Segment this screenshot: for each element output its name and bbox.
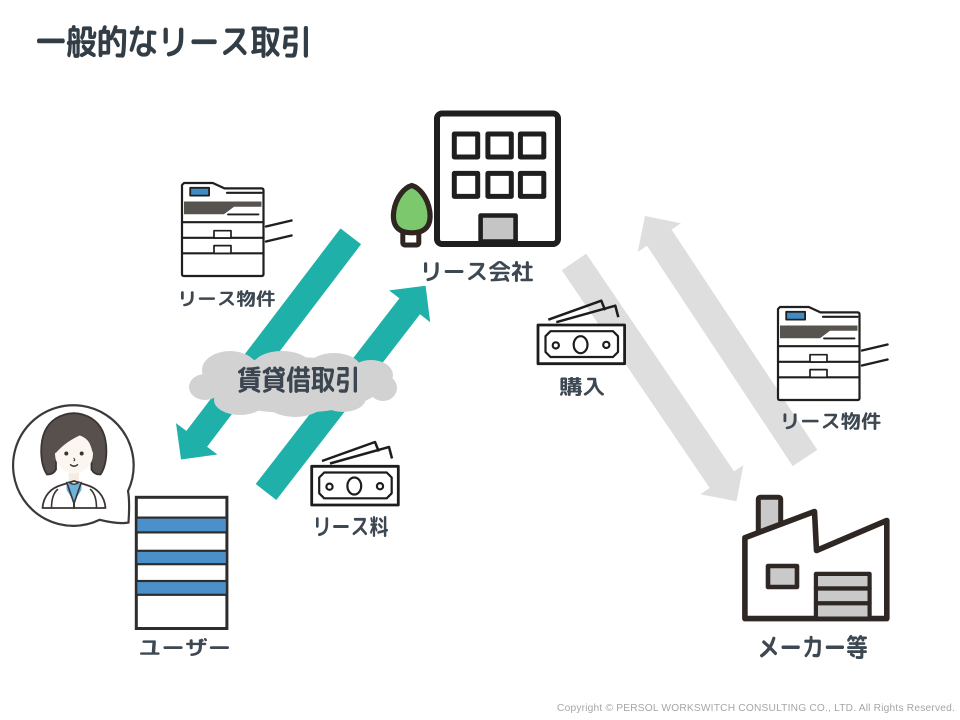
svg-text:Copyright © PERSOL WORKSWITCH: Copyright © PERSOL WORKSWITCH CONSULTING…	[557, 703, 955, 714]
